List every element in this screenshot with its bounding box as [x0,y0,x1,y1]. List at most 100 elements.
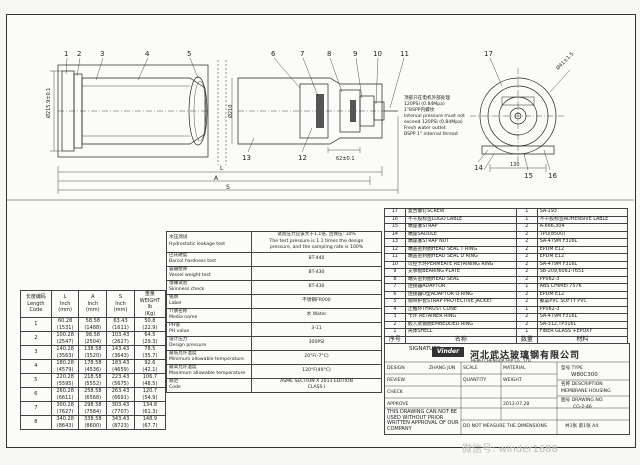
bom-cell: ABS CHIMEI 757K [536,283,629,292]
bom-cell: 17 [384,208,406,217]
brand-english: HEBEI CHENGDA FRP Co., LTD [471,358,531,363]
callout-17: 17 [484,50,493,58]
table-cell: 140.28(3563) [50,345,80,360]
bom-cell: PP062-3 [536,275,629,284]
bom-cell: 2 [515,223,538,232]
callout-7: 7 [300,50,304,58]
bom-cell: 可控卡环PERMEATE RETAINING RING [404,260,517,269]
bom-cell: 15 [384,223,406,232]
bom-cell: 7 [384,283,406,292]
bom-cell: 不干胶标签LOGO LABLE [404,215,517,224]
table-cell: 258.58(6568) [78,387,108,402]
page-info: 共1张 第1张 A4 [565,424,599,429]
bom-cell: 13 [384,238,406,247]
design-label: DESIGN [387,366,405,371]
approve-label: APPROVE [387,402,409,407]
bom-cell: 10 [384,260,406,269]
spec-value-cell: 水 Water [251,307,382,323]
spec-value-cell: 不锈钢FR000 [251,293,382,309]
bom-cell: SA-479M F316L [536,238,629,247]
dim-side: Ø41±1.5 [554,51,575,72]
drawing-no-label: 图号 DRAWING NO. [561,398,604,403]
table-cell: 2 [20,331,52,346]
bom-cell: FIBER GLASS +EPOXY [536,328,629,337]
company-name: 河北武达玻璃钢有限公司 [470,351,581,361]
bom-cell: 端盖密封圈HEAD SEAL D RING [404,253,517,262]
callout-2: 2 [77,50,81,58]
callout-14: 14 [474,164,483,172]
table-cell: 78.5(35.7) [133,345,167,360]
table-cell: 92.6(42.1) [133,359,167,374]
note-line: Fresh water outlet [404,126,446,131]
note-line: BSPP 1" internal thread [404,132,458,137]
bom-cell: 端头密封圈HEAD SEAL [404,275,517,284]
signature-label: SIGNATURE [409,346,441,352]
table-cell: 263.43(6691) [106,387,135,402]
bom-cell: 6 [384,290,406,299]
weight-label: WEIGHT [503,378,522,383]
drafter-name: ZHANG JUN [429,366,456,371]
bom-cell: 连接器ADAPTOR [404,283,517,292]
title-block-grid [385,361,629,434]
table-cell: 7 [20,401,52,416]
dim-letter-s: S [226,184,230,191]
title-block: SIGNATURE DESIGN ZHANG JUN REVIEW CHECK … [384,343,630,435]
bom-cell: A-666,304 [536,223,629,232]
callout-8: 8 [327,50,331,58]
bom-cell: 端座SADDLE [404,230,517,239]
callout-12: 12 [298,154,307,162]
bom-cell: 2 [384,320,406,329]
bom-cell: 1 [515,208,538,217]
dimension-lines [57,116,399,194]
table-cell: 60.28(1531) [50,317,80,332]
bom-cell: 壳体SHELL [404,328,517,337]
table-cell: 260.28(6611) [50,387,80,402]
no-measure-note: DO NOT MEASURE THE DIMENSIONS [463,424,547,429]
check-label: CHECK [387,390,403,395]
bom-cell: SA-312,TP316L [536,320,629,329]
spec-value-cell: BT-430 [251,265,382,281]
bom-cell: 9 [384,268,406,277]
note-line: 1"BSPP内螺纹 [404,108,435,113]
note-line: 顶部只在电机外部处理 [404,96,450,101]
bom-cell: 不干胶标签ADHENSIVE LABLE [536,215,629,224]
table-cell: 4 [20,359,52,374]
bom-cell: 2 [515,230,538,239]
end-view [470,57,571,172]
bom-cell: 14 [384,230,406,239]
table-cell: 5 [20,373,52,388]
bom-cell: 8 [384,275,406,284]
bom-cell: PP062-3 [536,305,629,314]
bom-cell: 5 [384,298,406,307]
bom-cell: 2 [515,290,538,299]
callout-6: 6 [271,50,276,58]
table-cell: 180.28(4579) [50,359,80,374]
note-line: Interval pressure must not [404,114,465,119]
callout-4: 4 [145,50,150,58]
table-cell: 103.43(2627) [106,331,135,346]
table-cell: 143.43(3643) [106,345,135,360]
table-cell: 63.43(1611) [106,317,135,332]
desc-value: MEMBRANE HOUSING [561,389,611,394]
note-line: exceed 120PSI (0.84Mpa) [404,120,463,125]
callout-9: 9 [353,50,357,58]
spec-value-cell: 120°F(49°C) [251,363,382,379]
